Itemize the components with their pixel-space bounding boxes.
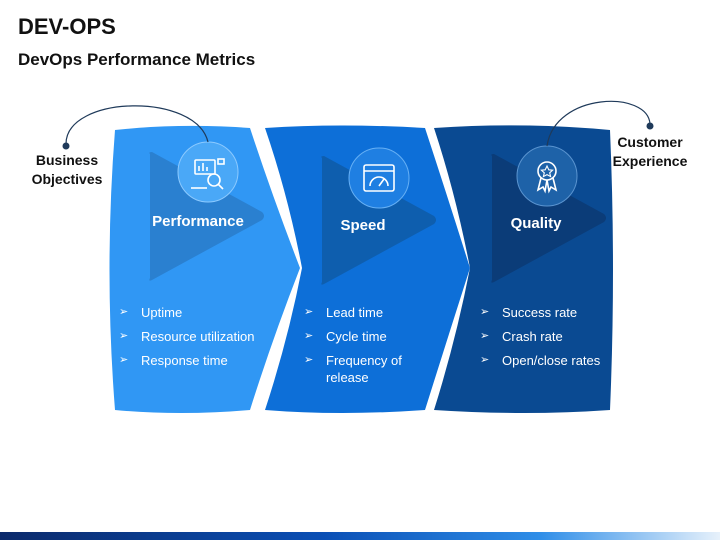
panel-speed-shape: [265, 125, 470, 413]
list-item: ➢Resource utilization: [119, 329, 255, 344]
quality-metrics-list: ➢Success rate ➢Crash rate ➢Open/close ra…: [480, 304, 608, 376]
left-connector-line: [65, 105, 209, 145]
arrow-bullet-icon: ➢: [119, 330, 129, 342]
panel-performance-triangle: [149, 152, 264, 281]
list-item: ➢Lead time: [304, 305, 384, 320]
list-item: ➢Open/close rates: [480, 353, 601, 368]
panel-title-speed: Speed: [340, 217, 386, 234]
arrow-bullet-icon: ➢: [304, 354, 314, 366]
page-title: DEV-OPS: [18, 14, 116, 39]
arrow-bullet-icon: ➢: [304, 306, 314, 318]
list-item: ➢Crash rate: [480, 329, 563, 344]
panel-speed-triangle: [321, 156, 436, 285]
business-objectives-label: Business Objectives: [31, 152, 103, 187]
left-connector-dot: [62, 142, 70, 150]
speed-metrics-list: ➢Lead time ➢Cycle time ➢Frequency of rel…: [304, 304, 414, 393]
panel-performance-icon-circle: [177, 141, 239, 203]
list-item: ➢Uptime: [119, 305, 183, 320]
panel-quality-icon-circle: [516, 145, 578, 207]
panel-speed-icon-circle: [348, 147, 410, 209]
performance-metrics-list: ➢Uptime ➢Resource utilization ➢Response …: [119, 304, 289, 376]
list-item: ➢Cycle time: [304, 329, 387, 344]
list-item: ➢Success rate: [480, 305, 578, 320]
panel-title-quality: Quality: [510, 215, 562, 232]
list-item: ➢Response time: [119, 353, 228, 368]
arrow-bullet-icon: ➢: [480, 330, 490, 342]
analytics-magnifier-icon: [191, 158, 225, 190]
arrow-bullet-icon: ➢: [304, 330, 314, 342]
customer-experience-label: Customer Experience: [612, 134, 688, 169]
right-connector-dot: [646, 122, 654, 130]
arrow-bullet-icon: ➢: [119, 354, 129, 366]
speedometer-window-icon: [363, 164, 395, 192]
arrow-bullet-icon: ➢: [480, 354, 490, 366]
arrow-bullet-icon: ➢: [480, 306, 490, 318]
panel-title-performance: Performance: [152, 213, 244, 230]
page-subtitle: DevOps Performance Metrics: [18, 50, 256, 69]
award-ribbon-icon: [536, 161, 558, 194]
arrow-bullet-icon: ➢: [119, 306, 129, 318]
right-connector-line: [546, 100, 651, 147]
list-item: ➢Frequency of release: [304, 353, 402, 385]
footer-gradient-bar: [0, 532, 720, 540]
